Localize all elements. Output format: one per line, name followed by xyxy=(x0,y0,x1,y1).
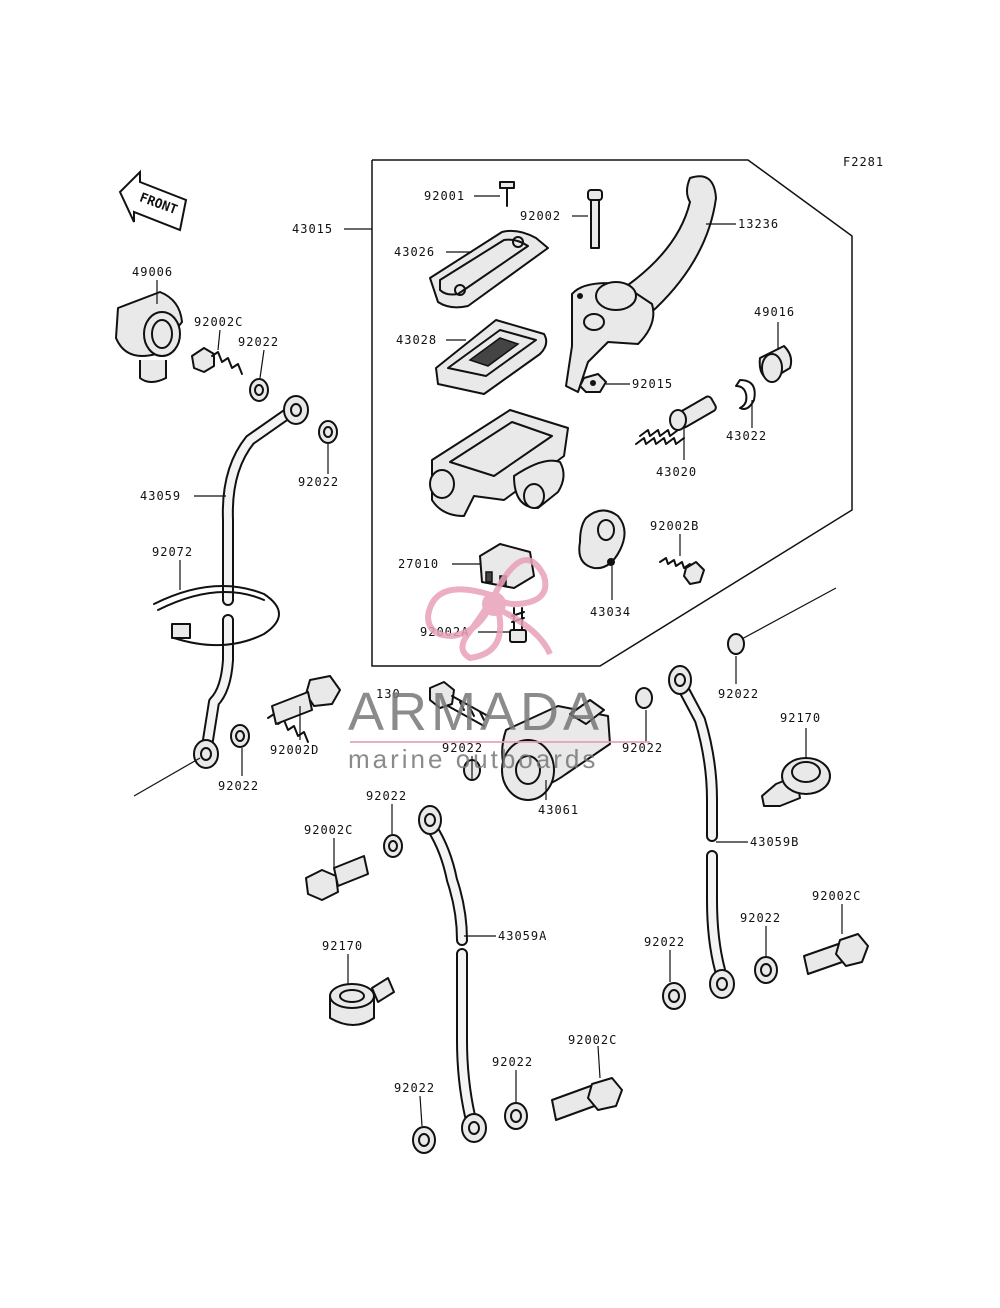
watermark-brand: ARMADA xyxy=(348,682,603,742)
washer-92022-e xyxy=(635,687,653,709)
label-92002c-right: 92002C xyxy=(812,889,861,903)
leader-right-top xyxy=(739,587,837,641)
washer-92022-k xyxy=(504,1102,528,1130)
label-43059b: 43059B xyxy=(750,835,799,849)
propeller-logo-icon xyxy=(424,557,553,662)
bolt-130 xyxy=(429,681,489,727)
washer-92022-f xyxy=(727,633,745,655)
label-92002: 92002 xyxy=(520,209,561,223)
label-92002c-left: 92002C xyxy=(304,823,353,837)
label-92022-c: 92022 xyxy=(218,779,259,793)
brake-lever-13236 xyxy=(565,175,717,393)
label-92022-h: 92022 xyxy=(644,935,685,949)
label-43034: 43034 xyxy=(590,605,631,619)
label-49006: 49006 xyxy=(132,265,173,279)
label-13236: 13236 xyxy=(738,217,779,231)
label-43061: 43061 xyxy=(538,803,579,817)
washer-92022-a xyxy=(249,378,269,402)
label-27010: 27010 xyxy=(398,557,439,571)
label-43028: 43028 xyxy=(396,333,437,347)
label-92022-g: 92022 xyxy=(740,911,781,925)
bolt-92002c-bottom xyxy=(551,1077,623,1121)
label-92002b: 92002B xyxy=(650,519,699,533)
label-92072: 92072 xyxy=(152,545,193,559)
brake-hose-43059 xyxy=(193,395,309,769)
label-92022-i: 92022 xyxy=(366,789,407,803)
washer-92022-h xyxy=(662,982,686,1010)
diaphragm-43028 xyxy=(435,319,548,395)
watermark: ARMADA marine outboards xyxy=(348,557,650,774)
reservoir-cap-43026 xyxy=(429,229,549,309)
label-92022-k: 92022 xyxy=(492,1055,533,1069)
cap-49006 xyxy=(115,291,183,383)
label-92015: 92015 xyxy=(632,377,673,391)
label-92001: 92001 xyxy=(424,189,465,203)
hose-guide-92170-left xyxy=(329,977,395,1026)
label-92170-left: 92170 xyxy=(322,939,363,953)
front-arrow-icon: FRONT xyxy=(118,169,188,232)
label-92022-b: 92022 xyxy=(298,475,339,489)
leader-left-bottom xyxy=(133,757,201,797)
hose-guide-92170-right xyxy=(761,757,831,807)
washer-92022-i xyxy=(383,834,403,858)
label-92022-d: 92022 xyxy=(442,741,483,755)
washer-92022-j xyxy=(412,1126,436,1154)
bolt-92002d xyxy=(267,675,341,743)
label-43026: 43026 xyxy=(394,245,435,259)
master-cylinder-body xyxy=(429,409,569,517)
label-92022-j: 92022 xyxy=(394,1081,435,1095)
label-92002c-bottom: 92002C xyxy=(568,1033,617,1047)
label-49016: 49016 xyxy=(754,305,795,319)
washer-92022-g xyxy=(754,956,778,984)
washer-92022-c xyxy=(230,724,250,748)
washer-92022-b xyxy=(318,420,338,444)
dust-boot-49016 xyxy=(758,345,793,383)
label-43022: 43022 xyxy=(726,429,767,443)
watermark-tagline: marine outboards xyxy=(348,744,598,774)
label-92002c-top: 92002C xyxy=(194,315,243,329)
label-92022-a: 92022 xyxy=(238,335,279,349)
nut-92015 xyxy=(579,373,607,393)
piston-kit-43020 xyxy=(635,395,717,445)
leader-lines xyxy=(156,195,843,1127)
screw-92001 xyxy=(499,181,515,207)
label-92022-e: 92022 xyxy=(622,741,663,755)
label-92002d: 92002D xyxy=(270,743,319,757)
label-43059: 43059 xyxy=(140,489,181,503)
label-43015: 43015 xyxy=(292,222,333,236)
label-92022-f: 92022 xyxy=(718,687,759,701)
assembly-frame xyxy=(371,159,853,667)
circlip-43022 xyxy=(735,379,756,410)
brake-hose-43059a xyxy=(418,805,487,1143)
label-43059a: 43059A xyxy=(498,929,547,943)
bolt-92002b xyxy=(659,557,705,585)
figure-code: F2281 xyxy=(843,155,884,169)
bolt-92002c-top xyxy=(191,347,243,375)
label-130: 130 xyxy=(376,687,401,701)
label-92170-right: 92170 xyxy=(780,711,821,725)
brake-switch-27010 xyxy=(479,543,535,589)
brake-hose-43059b xyxy=(668,665,735,999)
joint-43061 xyxy=(501,699,611,801)
bolt-92002c-left xyxy=(305,855,369,901)
pivot-bolt-92002 xyxy=(587,189,603,249)
clamp-43034 xyxy=(578,509,626,570)
label-43020: 43020 xyxy=(656,465,697,479)
hose-clamp-band-92072 xyxy=(153,585,280,647)
bolt-92002c-right xyxy=(803,933,869,975)
